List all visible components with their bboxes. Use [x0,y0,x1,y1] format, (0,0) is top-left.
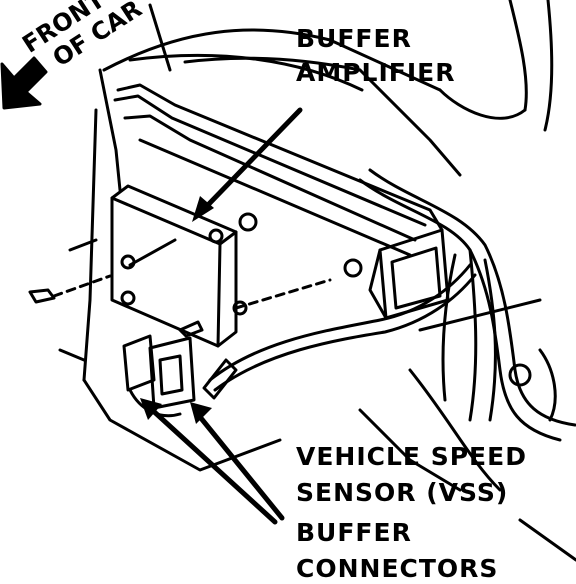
leader-lines [147,107,303,525]
wiring-harness [208,168,576,442]
arrowhead-icon [190,402,212,424]
buffer-connectors-label-line2: CONNECTORS [296,554,499,583]
screw-icon [28,288,56,304]
bolt-icon [232,300,248,316]
buffer-connectors [122,334,238,418]
screw-icon [178,320,204,338]
buffer-amplifier-module [110,184,238,348]
buffer-amplifier-label-line1: BUFFER [296,24,412,53]
vss-label-line2: SENSOR (VSS) [296,478,509,507]
front-direction-arrow-icon [0,56,48,110]
vss-label-line1: VEHICLE SPEED [296,442,527,471]
arrowhead-icon [140,398,162,420]
bolt-icon [343,258,363,278]
buffer-connectors-label-line1: BUFFER [296,518,412,547]
dashboard-panel [58,0,576,562]
buffer-amplifier-label-line2: AMPLIFIER [296,58,456,87]
mounting-bolts [28,212,363,338]
arrowhead-icon [192,196,214,222]
arrowheads [140,196,214,424]
bolt-icon [238,212,258,232]
